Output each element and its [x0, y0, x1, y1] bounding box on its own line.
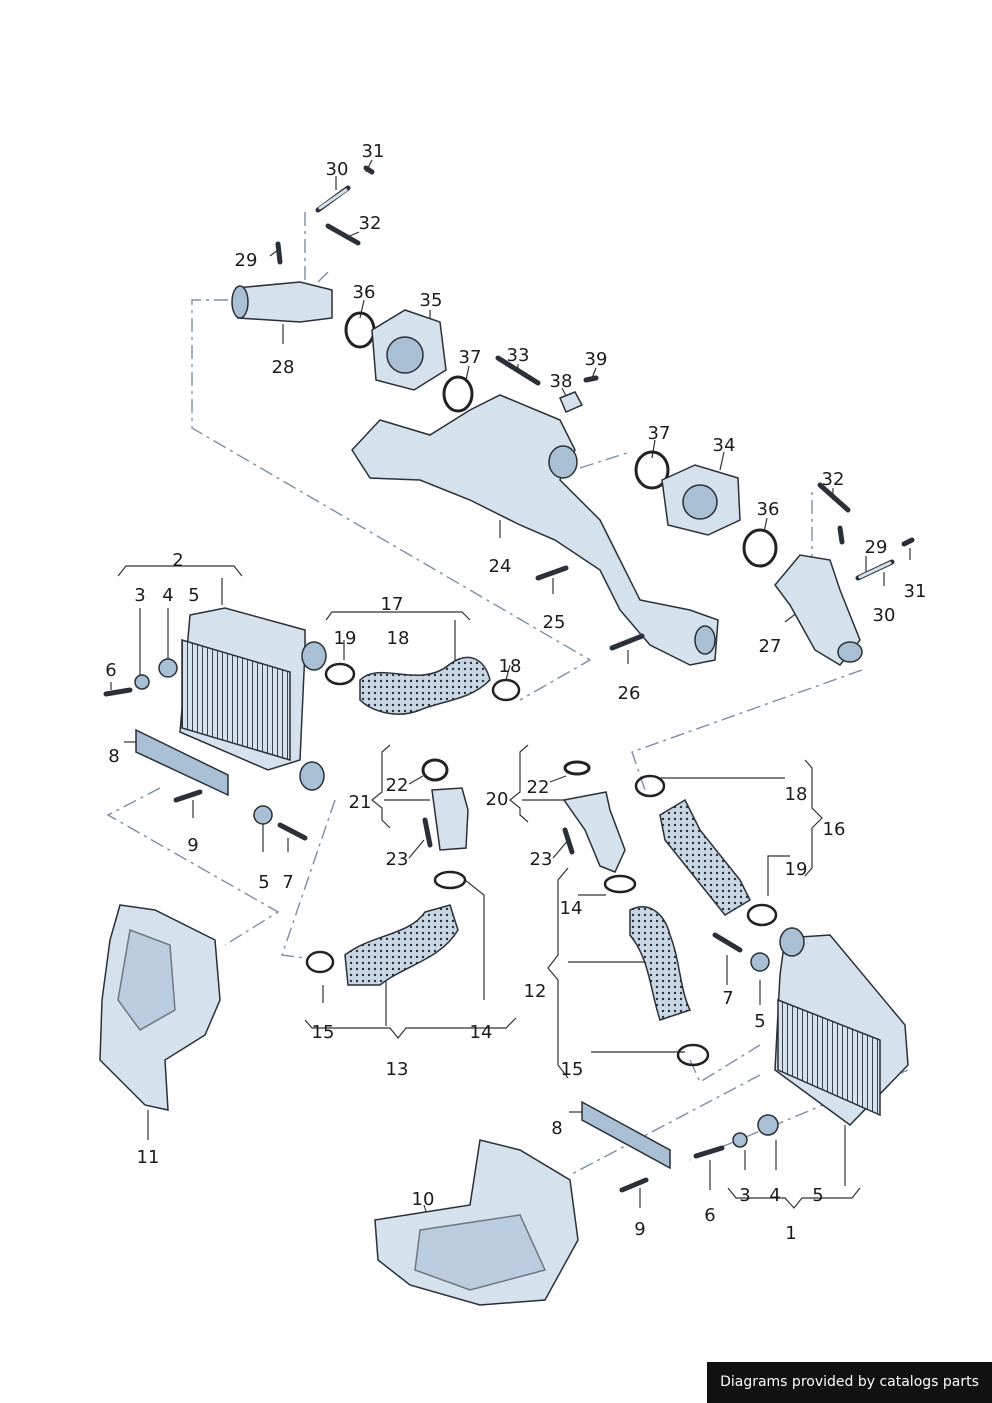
callout-label: 3	[134, 585, 145, 606]
callout-label: 6	[105, 660, 116, 681]
footer-credit: Diagrams provided by catalogs parts	[707, 1362, 992, 1403]
callout-label: 24	[489, 556, 512, 577]
callout-label: 14	[560, 898, 583, 919]
callout-label: 36	[353, 282, 376, 303]
callout-label: 28	[272, 357, 295, 378]
callout-label: 32	[359, 213, 382, 234]
callout-label: 16	[823, 819, 846, 840]
callout-label: 23	[386, 849, 409, 870]
callout-label: 7	[282, 872, 293, 893]
callout-label: 17	[381, 594, 404, 615]
callout-label: 34	[713, 435, 736, 456]
callout-label: 15	[312, 1022, 335, 1043]
callout-label: 31	[904, 581, 927, 602]
callout-labels: 31 30 32 29 28 36 35 37 33 39 38 37 34 3…	[105, 141, 926, 1244]
callout-label: 7	[722, 988, 733, 1009]
parts	[99, 165, 915, 1306]
callout-label: 10	[412, 1189, 435, 1210]
callout-label: 35	[420, 290, 443, 311]
callout-label: 39	[585, 349, 608, 370]
callout-label: 37	[459, 347, 482, 368]
callout-label: 25	[543, 612, 566, 633]
callout-label: 14	[470, 1022, 493, 1043]
callout-label: 18	[785, 784, 808, 805]
callout-label: 23	[530, 849, 553, 870]
callout-label: 29	[865, 537, 888, 558]
callout-label: 2	[172, 550, 183, 571]
callout-label: 4	[769, 1185, 780, 1206]
callout-label: 19	[785, 859, 808, 880]
callout-label: 9	[187, 835, 198, 856]
callout-label: 18	[387, 628, 410, 649]
callout-label: 27	[759, 636, 782, 657]
callout-label: 31	[362, 141, 385, 162]
callout-label: 21	[349, 792, 372, 813]
callout-label: 30	[326, 159, 349, 180]
callout-label: 32	[822, 469, 845, 490]
callout-label: 36	[757, 499, 780, 520]
callout-label: 22	[386, 775, 409, 796]
callout-label: 6	[704, 1205, 715, 1226]
callout-label: 12	[524, 981, 547, 1002]
callout-label: 26	[618, 683, 641, 704]
callout-label: 1	[785, 1223, 796, 1244]
callout-label: 8	[108, 746, 119, 767]
callout-label: 15	[561, 1059, 584, 1080]
callout-label: 9	[634, 1219, 645, 1240]
callout-label: 37	[648, 423, 671, 444]
callout-label: 5	[258, 872, 269, 893]
callout-label: 30	[873, 605, 896, 626]
leader-lines	[110, 159, 911, 1219]
callout-label: 20	[486, 789, 509, 810]
callout-label: 5	[754, 1011, 765, 1032]
callout-label: 3	[739, 1185, 750, 1206]
callout-label: 4	[162, 585, 173, 606]
callout-label: 29	[235, 250, 258, 271]
callout-label: 18	[499, 656, 522, 677]
callout-label: 8	[551, 1118, 562, 1139]
callout-label: 13	[386, 1059, 409, 1080]
callout-label: 33	[507, 345, 530, 366]
callout-label: 38	[550, 371, 573, 392]
callout-label: 19	[334, 628, 357, 649]
callout-label: 22	[527, 777, 550, 798]
callout-label: 5	[812, 1185, 823, 1206]
callout-label: 11	[137, 1147, 160, 1168]
callout-label: 5	[188, 585, 199, 606]
